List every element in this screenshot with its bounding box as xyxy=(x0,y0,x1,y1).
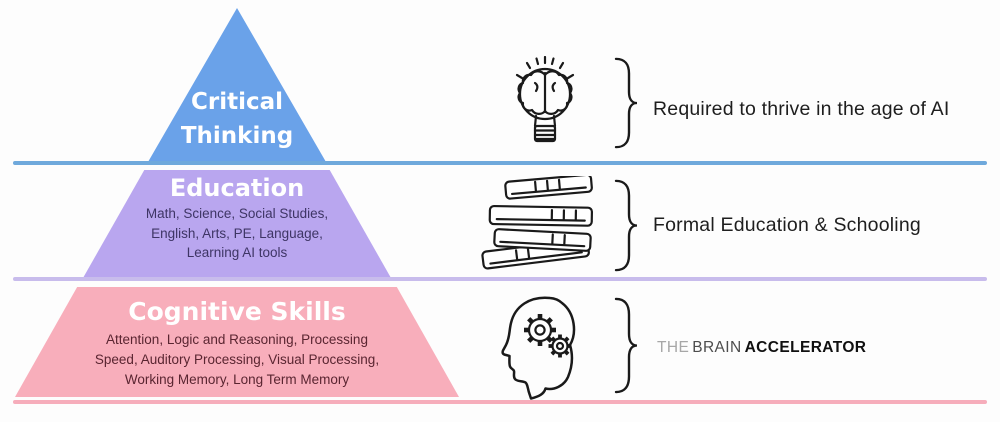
cognitive-skills-items: Attention, Logic and Reasoning, Processi… xyxy=(62,330,412,390)
cognitive-skills-title: Cognitive Skills xyxy=(128,297,346,326)
education-items: Math, Science, Social Studies, English, … xyxy=(102,204,372,263)
books-stack-icon xyxy=(478,173,608,276)
brain-lightbulb-icon xyxy=(505,55,585,152)
curly-brace-1 xyxy=(613,57,639,149)
education-title: Education xyxy=(169,174,305,202)
education-items-line2: English, Arts, PE, Language, xyxy=(151,225,323,241)
annotation-label-critical-thinking: Required to thrive in the age of AI xyxy=(653,98,950,120)
education-items-line3: Learning AI tools xyxy=(186,245,288,260)
divider-line-pink xyxy=(13,400,987,404)
cognitive-items-line2: Speed, Auditory Processing, Visual Proce… xyxy=(94,352,380,367)
critical-thinking-title: Critical Thinking xyxy=(132,85,342,153)
cognitive-items-line1: Attention, Logic and Reasoning, Processi… xyxy=(106,332,368,347)
critical-thinking-title-line2: Thinking xyxy=(180,123,294,149)
pyramid-level-education xyxy=(83,170,391,278)
brand-logo-the: THE xyxy=(657,339,690,356)
pyramid-level-cognitive-skills xyxy=(15,287,459,397)
education-items-line1: Math, Science, Social Studies, xyxy=(145,206,329,221)
cognitive-items-line3: Working Memory, Long Term Memory xyxy=(124,372,350,387)
brand-logo-brain: BRAIN xyxy=(692,339,742,356)
brand-logo-accelerator: ACCELERATOR xyxy=(744,339,867,356)
divider-line-purple xyxy=(13,277,987,281)
annotation-label-education: Formal Education & Schooling xyxy=(653,214,921,236)
curly-brace-2 xyxy=(613,179,639,272)
curly-brace-3 xyxy=(613,297,639,394)
critical-thinking-title-line1: Critical xyxy=(190,89,284,115)
divider-line-blue xyxy=(13,161,987,165)
head-gears-icon xyxy=(492,293,592,403)
